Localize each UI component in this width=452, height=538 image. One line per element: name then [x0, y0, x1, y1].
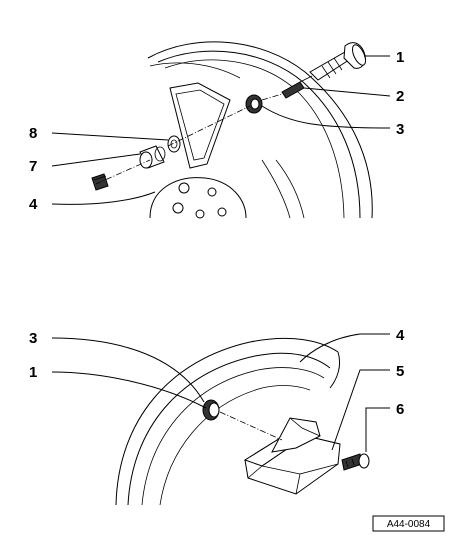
valve-insert-part-2	[281, 75, 313, 99]
callout-3: 3	[29, 330, 37, 347]
leader-line-8	[51, 132, 169, 141]
screw-part-6	[341, 453, 370, 471]
callout-3: 3	[396, 121, 404, 138]
leader-line-2	[303, 87, 391, 97]
rim-drop-center	[159, 385, 311, 506]
leader-line-5b	[331, 369, 390, 451]
rim-inner-edge	[149, 62, 241, 79]
hub-hole	[195, 209, 205, 219]
callout-7: 7	[29, 158, 37, 175]
washer-part-8	[167, 135, 181, 153]
rim-outer-edge	[147, 41, 373, 219]
hub-hole	[178, 182, 190, 194]
callout-1: 1	[29, 364, 37, 381]
rim-flange-bottom	[127, 352, 331, 506]
callout-8: 8	[29, 125, 37, 142]
rim-tire-edge	[329, 351, 341, 389]
hub-hole	[217, 207, 227, 217]
callout-1: 1	[396, 49, 404, 66]
hub-hole	[172, 202, 184, 214]
rim-flange-edge	[157, 50, 361, 219]
tpms-sensor-part-5	[243, 417, 341, 495]
union-nut-part-7	[139, 145, 166, 169]
callout-6: 6	[396, 401, 404, 418]
figure-reference-box: A44-0084	[372, 515, 445, 532]
leader-line-3b	[51, 337, 205, 403]
leader-line-4b	[299, 333, 390, 363]
callout-4: 4	[396, 327, 405, 344]
spoke-opening	[169, 82, 231, 169]
leader-line-4	[51, 191, 156, 205]
valve-stem-part-1	[309, 42, 366, 81]
assembly-axis-bottom	[219, 411, 283, 441]
callout-5: 5	[396, 363, 404, 380]
wheel-hub	[149, 177, 247, 219]
leader-line-3	[261, 105, 391, 129]
leader-line-7	[51, 153, 141, 167]
callout-4: 4	[29, 196, 38, 213]
hub-hole	[207, 187, 217, 197]
rim-lower-right	[261, 159, 291, 219]
bottom-view-sensor-assembly: 3 1 4 5 6	[29, 327, 405, 506]
rim-lower-right-2	[275, 159, 305, 219]
assembly-axis-top	[95, 93, 283, 185]
figure-id: A44-0084	[387, 519, 431, 530]
grommet-part-3	[245, 94, 263, 114]
rim-outer-edge-bottom	[115, 337, 339, 506]
callout-2: 2	[396, 88, 404, 105]
leader-line-1b	[51, 371, 207, 409]
spoke-opening-inner	[175, 89, 225, 161]
leader-line-6b	[365, 407, 390, 452]
rim-bead-bottom	[141, 367, 325, 506]
top-view-wheel-assembly: 1 2 3 8 7 4	[29, 41, 404, 219]
grommet-part-3-bottom	[202, 399, 220, 421]
